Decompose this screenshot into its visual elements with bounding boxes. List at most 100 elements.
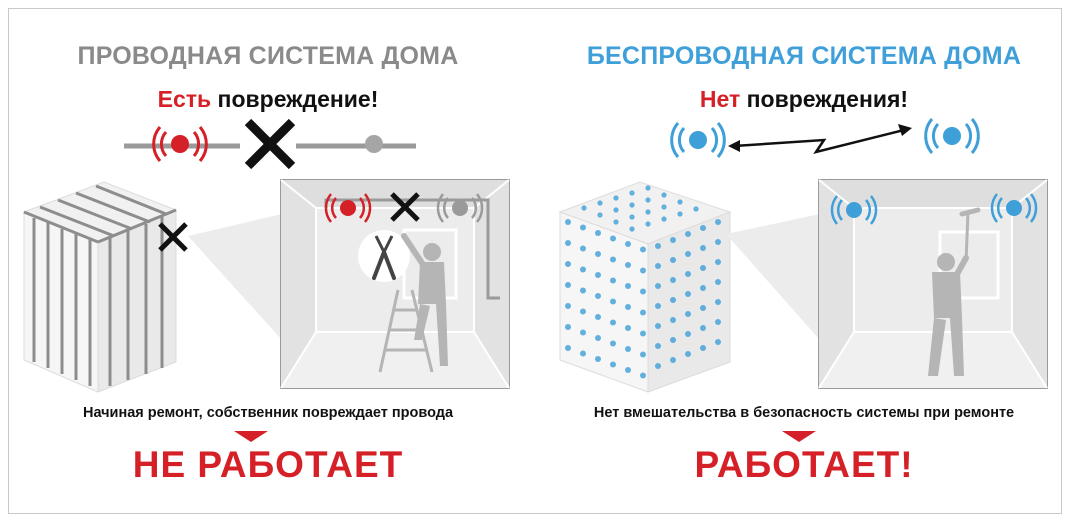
- sensor-dot: [700, 265, 706, 271]
- sensor-dot: [581, 205, 587, 211]
- sensor-dot: [610, 361, 616, 368]
- sensor-dot: [625, 241, 631, 247]
- sensor-dot: [613, 207, 619, 213]
- sensor-dot: [661, 204, 667, 210]
- sensor-dot: [655, 363, 661, 369]
- cross-icon: [158, 222, 188, 252]
- sensor-dot: [597, 200, 603, 206]
- sensor-dot: [670, 337, 676, 343]
- signal-sensor-icon: [152, 126, 208, 162]
- sensor-dot: [595, 251, 601, 257]
- sensor-dot: [595, 230, 601, 236]
- sensor-dot: [565, 324, 571, 330]
- sensor-dot: [655, 303, 661, 309]
- signal-sensor-icon: [990, 193, 1038, 223]
- sensor-dot: [640, 267, 646, 274]
- painter-figure-icon: [928, 207, 981, 376]
- inactive-sensor-icon: [365, 135, 383, 153]
- sensor-dot: [625, 304, 631, 310]
- zigzag-arrow-icon: [728, 124, 912, 154]
- sensor-dot: [670, 277, 676, 283]
- sensor-dot: [610, 298, 616, 305]
- sensor-dot: [595, 356, 601, 362]
- sensor-dot: [640, 372, 646, 379]
- sensor-dot: [580, 329, 586, 336]
- wired-pointer-arrow: [234, 431, 268, 442]
- sensor-dot: [640, 288, 646, 295]
- wireless-title: БЕСПРОВОДНАЯ СИСТЕМА ДОМА: [586, 42, 1022, 70]
- sensor-dot: [629, 226, 635, 232]
- wireless-status-accent: Нет: [699, 86, 741, 112]
- sensor-dot: [610, 340, 616, 347]
- signal-sensor-icon: [830, 195, 878, 225]
- sensor-dot: [640, 351, 646, 358]
- signal-sensor-icon: [436, 193, 484, 223]
- sensor-dot: [610, 277, 616, 284]
- sensor-dot: [715, 339, 721, 345]
- sensor-dot: [655, 263, 661, 269]
- wireless-status: Нет повреждения!: [536, 86, 1072, 113]
- sensor-dot: [565, 303, 571, 309]
- wired-status-rest: повреждение!: [211, 86, 379, 112]
- sensor-dot: [629, 190, 635, 196]
- sensor-dot: [597, 212, 603, 218]
- sensor-dot: [685, 291, 691, 297]
- sensor-dot: [715, 259, 721, 265]
- wireless-building: [558, 181, 732, 393]
- sensor-dot: [640, 330, 646, 337]
- sensor-dot: [610, 256, 616, 263]
- sensor-dot: [715, 299, 721, 305]
- sensor-dot: [595, 314, 601, 320]
- wireless-pointer-arrow: [782, 431, 816, 442]
- sensor-dot: [595, 293, 601, 299]
- sensor-dot: [610, 235, 616, 242]
- sensor-dot: [700, 305, 706, 311]
- sensor-dot: [700, 285, 706, 291]
- wired-scene: [22, 118, 510, 393]
- sensor-dot: [645, 221, 651, 227]
- sensor-dot: [693, 206, 699, 212]
- sensor-dot: [625, 367, 631, 373]
- sensor-dot: [655, 243, 661, 249]
- sensor-dot: [625, 325, 631, 331]
- wired-title: ПРОВОДНАЯ СИСТЕМА ДОМА: [77, 42, 459, 70]
- wired-building: [22, 181, 188, 393]
- sensor-dot: [661, 216, 667, 222]
- sensor-dot: [565, 261, 571, 267]
- sensor-dot: [700, 345, 706, 351]
- sensor-dot: [715, 219, 721, 225]
- sensor-dot: [677, 211, 683, 217]
- sensor-dot: [595, 272, 601, 278]
- sensor-dot: [661, 192, 667, 198]
- sensor-dot: [655, 323, 661, 329]
- sensor-dot: [565, 282, 571, 288]
- sensor-dot: [685, 331, 691, 337]
- pliers-icon: [358, 230, 410, 282]
- worker-on-ladder-icon: [378, 233, 448, 373]
- sensor-dot: [677, 199, 683, 205]
- wireless-room: [818, 179, 1048, 389]
- sensor-dot: [700, 325, 706, 331]
- sensor-dot: [685, 231, 691, 237]
- sensor-dot: [655, 343, 661, 349]
- wireless-verdict: РАБОТАЕТ!: [694, 444, 914, 485]
- wireless-panel: БЕСПРОВОДНАЯ СИСТЕМА ДОМА Нет повреждени…: [536, 0, 1072, 524]
- signal-sensor-icon: [924, 118, 980, 154]
- sensor-dot: [625, 283, 631, 289]
- sensor-dot: [565, 219, 571, 225]
- wireless-scene: [558, 118, 1048, 393]
- sensor-dot: [645, 209, 651, 215]
- sensor-dot: [645, 197, 651, 203]
- wireless-dot-field: [565, 185, 721, 379]
- sensor-dot: [645, 185, 651, 191]
- sensor-dot: [580, 287, 586, 294]
- sensor-dot: [580, 245, 586, 252]
- sensor-dot: [625, 262, 631, 268]
- wired-panel: ПРОВОДНАЯ СИСТЕМА ДОМА Есть повреждение!: [22, 42, 510, 485]
- wired-verdict: НЕ РАБОТАЕТ: [132, 444, 404, 485]
- sensor-dot: [613, 219, 619, 225]
- sensor-dot: [655, 283, 661, 289]
- sensor-dot: [685, 271, 691, 277]
- wired-status-accent: Есть: [157, 86, 212, 112]
- sensor-dot: [580, 308, 586, 315]
